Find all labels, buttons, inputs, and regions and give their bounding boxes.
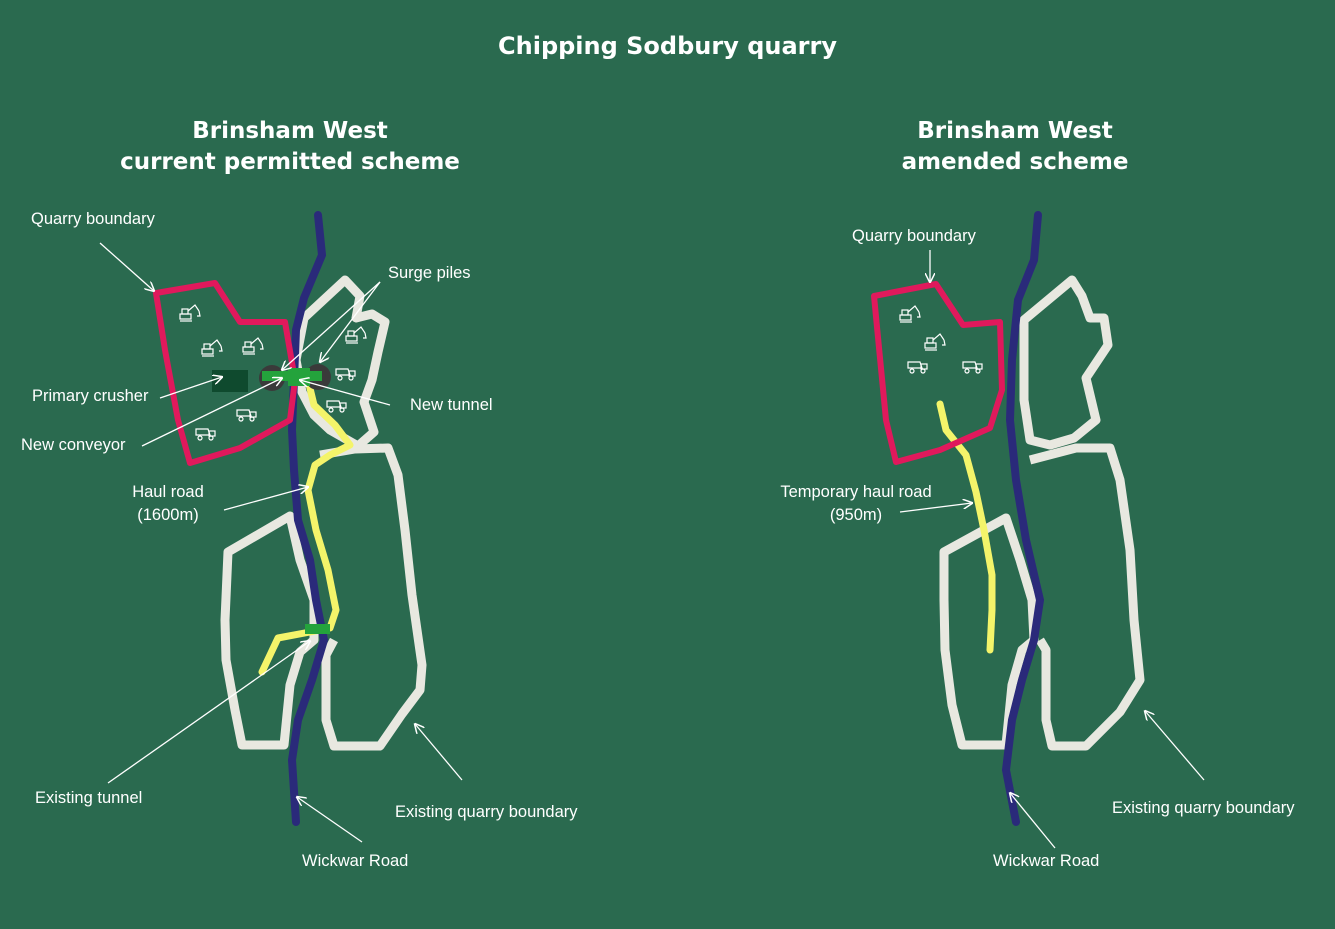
right-panel-title: Brinsham West amended scheme <box>815 116 1215 178</box>
left-panel-map <box>99 211 463 843</box>
label-quarry-boundary-left: Quarry boundary <box>31 210 155 228</box>
existing-quarry-boundary-left-lower-right <box>319 443 427 751</box>
excavator-icon <box>899 305 921 323</box>
label-surge-piles: Surge piles <box>388 264 471 282</box>
label-temporary-haul-road-line2: (950m) <box>829 506 883 524</box>
excavator-icon <box>924 333 946 351</box>
excavator-icon <box>179 304 201 322</box>
label-wickwar-road-left: Wickwar Road <box>302 852 409 870</box>
wickwar-road-left <box>287 211 329 826</box>
left-panel-title-line1: Brinsham West <box>192 118 388 144</box>
diagram-title: Chipping Sodbury quarry <box>498 32 837 60</box>
label-temporary-haul-road: Temporary haul road (950m) <box>770 481 942 527</box>
dump-truck-icon <box>907 361 928 374</box>
existing-quarry-boundary-left-upper <box>291 275 390 451</box>
dump-truck-icon <box>326 400 347 413</box>
excavator-icon <box>242 337 264 355</box>
label-existing-quarry-boundary-left: Existing quarry boundary <box>395 803 578 821</box>
label-new-conveyor: New conveyor <box>21 436 126 454</box>
right-panel-title-line1: Brinsham West <box>917 118 1113 144</box>
right-panel-map <box>871 211 1205 849</box>
existing-quarry-boundary-right-lower-right <box>1028 443 1145 751</box>
label-haul-road-line1: Haul road <box>132 483 204 501</box>
label-temporary-haul-road-line1: Temporary haul road <box>780 483 932 501</box>
label-existing-quarry-boundary-right: Existing quarry boundary <box>1112 799 1295 817</box>
label-existing-tunnel: Existing tunnel <box>35 789 143 807</box>
excavator-icon <box>201 339 223 357</box>
label-haul-road-line2: (1600m) <box>137 506 199 524</box>
new-tunnel <box>288 368 310 386</box>
dump-truck-icon <box>335 368 356 381</box>
excavator-icon <box>345 326 367 344</box>
label-wickwar-road-right: Wickwar Road <box>993 852 1100 870</box>
existing-quarry-boundary-right-lower-left <box>939 513 1039 750</box>
primary-crusher <box>212 370 248 392</box>
temporary-haul-road <box>936 400 996 654</box>
existing-tunnel <box>305 624 330 634</box>
leader-arrows-left <box>99 242 463 843</box>
wickwar-road-right <box>1001 211 1045 826</box>
label-quarry-boundary-right: Quarry boundary <box>852 227 976 245</box>
label-haul-road: Haul road (1600m) <box>118 481 218 527</box>
quarry-boundary-right <box>871 281 1005 465</box>
dump-truck-icon <box>236 409 257 422</box>
quarry-boundary-left <box>153 280 298 466</box>
existing-quarry-boundary-left-lower-left <box>220 511 319 750</box>
left-panel-title: Brinsham West current permitted scheme <box>90 116 490 178</box>
right-panel-title-line2: amended scheme <box>901 149 1129 175</box>
dump-truck-icon <box>195 428 216 441</box>
left-panel-title-line2: current permitted scheme <box>120 149 460 175</box>
dump-truck-icon <box>962 361 983 374</box>
label-primary-crusher: Primary crusher <box>32 387 149 405</box>
existing-quarry-boundary-right-upper <box>1019 275 1113 450</box>
leader-arrows-right <box>899 250 1205 849</box>
label-new-tunnel: New tunnel <box>410 396 493 414</box>
